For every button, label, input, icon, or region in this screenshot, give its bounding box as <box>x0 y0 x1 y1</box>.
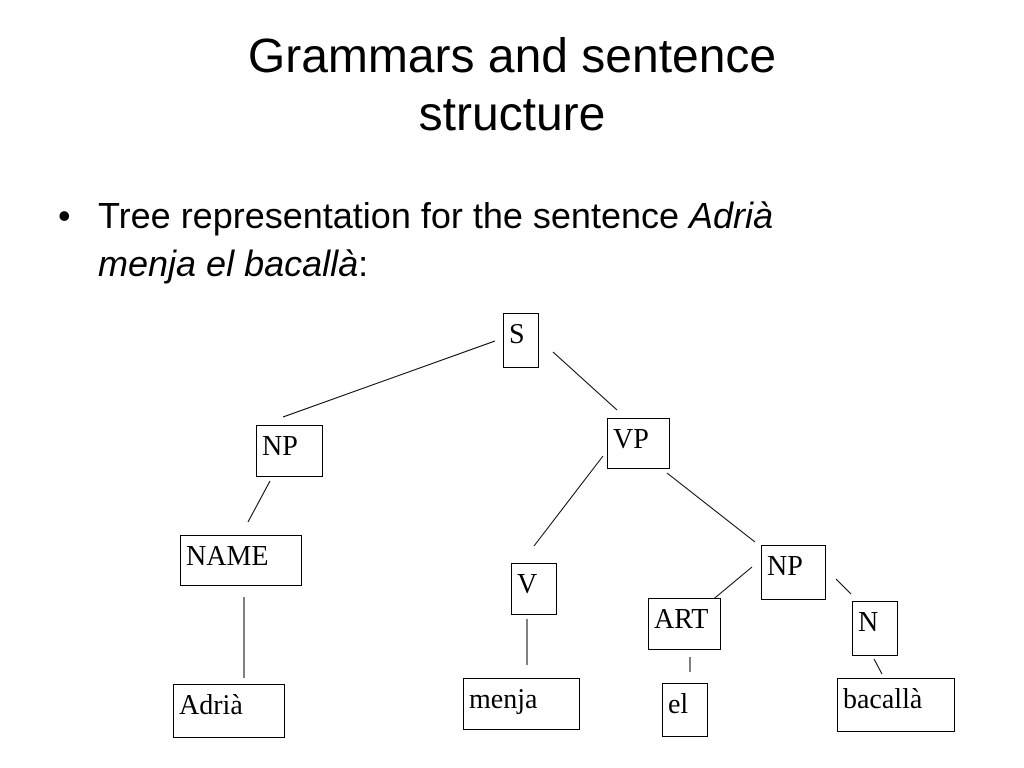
tree-node-box <box>463 678 580 730</box>
tree-edge-vp-np2 <box>666 472 756 543</box>
tree-node-w-el: el <box>662 683 708 737</box>
tree-node-name: NAME <box>180 535 302 586</box>
tree-nodes: S NP VP NAME V NP ART N Adrià menja el bacallà <box>173 313 955 738</box>
tree-node-art: ART <box>648 598 721 650</box>
tree-node-label: NP <box>767 551 803 582</box>
tree-edge-s-vp <box>552 351 618 411</box>
bullet-text-italic-1: Adrià <box>689 195 774 236</box>
bullet-text-end: : <box>358 243 369 284</box>
tree-edge-np1-name <box>247 480 271 523</box>
tree-node-box <box>173 684 285 738</box>
tree-edge-vp-v <box>533 455 604 547</box>
tree-node-box <box>662 683 708 737</box>
tree-edges <box>243 340 883 678</box>
tree-node-box <box>511 563 557 615</box>
bullet-text-plain: Tree representation for the sentence <box>98 195 690 236</box>
tree-edge-n-w-bacalla <box>873 658 883 675</box>
tree-node-label: NP <box>262 431 298 462</box>
tree-node-label: VP <box>613 424 649 455</box>
tree-node-label: S <box>509 319 525 350</box>
tree-node-box <box>256 425 323 477</box>
tree-node-box <box>761 545 826 600</box>
tree-node-w-bacalla: bacallà <box>837 678 955 732</box>
tree-edge-np2-art <box>709 566 753 603</box>
tree-node-box <box>852 601 898 656</box>
bullet-item: • Tree representation for the sentence A… <box>58 192 978 288</box>
tree-node-box <box>503 313 539 368</box>
tree-node-vp: VP <box>607 418 670 469</box>
tree-edge-np2-n <box>835 578 852 595</box>
tree-node-label: el <box>668 689 688 720</box>
tree-edge-s-np1 <box>282 340 496 418</box>
bullet-text: Tree representation for the sentence Adr… <box>98 192 978 288</box>
tree-node-label: bacallà <box>843 684 923 715</box>
tree-node-label: ART <box>654 604 708 635</box>
tree-node-np1: NP <box>256 425 323 477</box>
slide-title: Grammars and sentence structure <box>0 28 1024 144</box>
title-line-1: Grammars and sentence <box>247 30 777 83</box>
tree-node-w-menja: menja <box>463 678 580 730</box>
tree-node-label: NAME <box>186 541 268 572</box>
bullet-marker: • <box>58 195 71 236</box>
tree-node-np2: NP <box>761 545 826 600</box>
tree-node-n: N <box>852 601 898 656</box>
tree-node-v: V <box>511 563 557 615</box>
bullet-text-italic-2: menja el bacallà <box>98 243 359 284</box>
tree-node-label: menja <box>469 684 538 715</box>
tree-node-label: V <box>517 569 537 600</box>
title-line-2: structure <box>418 88 606 141</box>
tree-node-box <box>607 418 670 469</box>
tree-node-box <box>648 598 721 650</box>
tree-node-w-adria: Adrià <box>173 684 285 738</box>
tree-node-s: S <box>503 313 539 368</box>
tree-node-box <box>180 535 302 586</box>
tree-node-label: Adrià <box>179 690 243 721</box>
tree-node-label: N <box>858 607 878 638</box>
tree-node-box <box>837 678 955 732</box>
